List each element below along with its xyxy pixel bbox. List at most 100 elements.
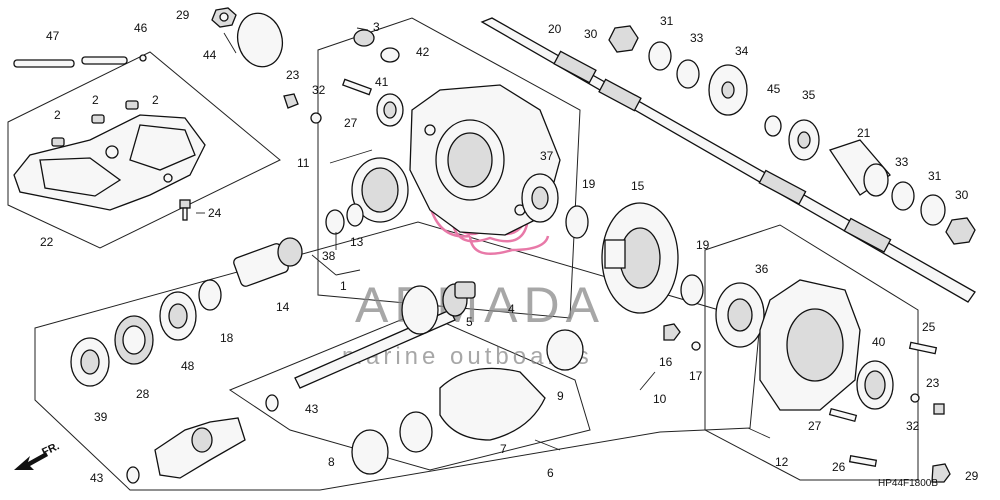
callout-12: 12 (775, 455, 789, 469)
part-oil-seal (353, 29, 404, 127)
callout-4: 4 (508, 302, 515, 316)
callout-6: 6 (547, 466, 554, 480)
callout-20: 20 (548, 22, 562, 36)
part-spacer (680, 274, 704, 306)
part-collar (325, 203, 364, 235)
callout-43: 43 (90, 471, 104, 485)
part-spacer (454, 281, 476, 299)
callout-46: 46 (134, 21, 148, 35)
callout-45: 45 (767, 82, 781, 96)
callout-37: 37 (540, 149, 554, 163)
part-bolt (828, 341, 951, 483)
callout-32: 32 (906, 419, 920, 433)
callout-41: 41 (375, 75, 389, 89)
callout-47: 47 (46, 29, 60, 43)
callout-15: 15 (631, 179, 645, 193)
part-nut (608, 25, 748, 116)
part-collar (114, 315, 154, 365)
part-universal-joint (154, 417, 246, 479)
part-band (351, 429, 389, 475)
callout-31: 31 (928, 169, 942, 183)
callout-19: 19 (582, 177, 596, 191)
part-stud (341, 78, 373, 96)
front-arrow-icon (14, 452, 48, 470)
part-spacer (891, 181, 976, 245)
callout-34: 34 (735, 44, 749, 58)
callout-labels: 1 2 2 2 3 4 5 6 7 8 9 10 11 12 13 14 15 … (40, 8, 979, 485)
callout-27: 27 (808, 419, 822, 433)
front-direction-indicator: FR. (14, 440, 61, 470)
callout-22: 22 (40, 235, 54, 249)
leader-lines (196, 27, 771, 451)
part-o-ring (236, 12, 284, 68)
callout-42: 42 (416, 45, 430, 59)
part-spacer (565, 205, 589, 239)
part-joint-boot (399, 367, 546, 453)
part-o-ring (126, 466, 140, 484)
callout-14: 14 (276, 300, 290, 314)
cover-frame (704, 224, 919, 481)
part-bolt (179, 199, 191, 221)
callout-17: 17 (689, 369, 703, 383)
callout-2: 2 (92, 93, 99, 107)
callout-10: 10 (653, 392, 667, 406)
part-o-ring (265, 394, 279, 412)
part-rear-axle (480, 17, 976, 303)
callout-36: 36 (755, 262, 769, 276)
callout-40: 40 (872, 335, 886, 349)
part-propeller-shaft (294, 283, 468, 389)
callout-7: 7 (500, 442, 507, 456)
callout-21: 21 (857, 126, 871, 140)
callout-33: 33 (690, 31, 704, 45)
callout-18: 18 (220, 331, 234, 345)
callout-27: 27 (344, 116, 358, 130)
part-nut (211, 7, 237, 28)
callout-19: 19 (696, 238, 710, 252)
part-bearing (159, 291, 197, 341)
callout-29: 29 (965, 469, 979, 483)
callout-1: 1 (340, 279, 347, 293)
callout-43: 43 (305, 402, 319, 416)
callout-5: 5 (466, 315, 473, 329)
callout-9: 9 (557, 389, 564, 403)
part-oil-seal (70, 337, 110, 387)
part-bearing (521, 173, 559, 223)
part-ring-gear (601, 202, 679, 314)
callout-26: 26 (832, 460, 846, 474)
part-bolt (283, 93, 322, 124)
part-skid-plate (13, 114, 206, 211)
callout-16: 16 (659, 355, 673, 369)
callout-28: 28 (136, 387, 150, 401)
callout-33: 33 (895, 155, 909, 169)
shaft-frame (34, 221, 761, 491)
callout-2: 2 (54, 108, 61, 122)
callout-30: 30 (584, 27, 598, 41)
callout-31: 31 (660, 14, 674, 28)
callout-44: 44 (203, 48, 217, 62)
callout-39: 39 (94, 410, 108, 424)
callout-23: 23 (286, 68, 300, 82)
part-rubber-mount (51, 100, 139, 147)
part-hose (13, 54, 147, 68)
callout-2: 2 (152, 93, 159, 107)
callout-11: 11 (297, 156, 310, 170)
callout-13: 13 (350, 235, 364, 249)
callout-48: 48 (181, 359, 195, 373)
drawing-code: HP44F1800B (878, 478, 938, 489)
part-cover (715, 279, 894, 411)
callout-8: 8 (328, 455, 335, 469)
callout-29: 29 (176, 8, 190, 22)
part-spacer (198, 279, 222, 311)
callout-38: 38 (322, 249, 336, 263)
part-pinion-gear (233, 237, 303, 287)
callout-25: 25 (922, 320, 936, 334)
front-label: FR. (40, 440, 61, 458)
callout-24: 24 (208, 206, 222, 220)
watermark-brand: ARMADA (355, 277, 605, 333)
callout-23: 23 (926, 376, 940, 390)
callout-35: 35 (802, 88, 816, 102)
part-band (546, 329, 584, 371)
part-collar (828, 139, 891, 197)
